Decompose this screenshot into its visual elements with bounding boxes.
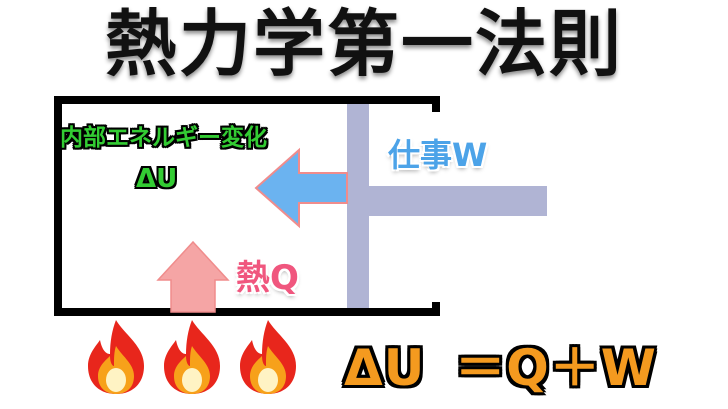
flame-icon	[240, 320, 296, 394]
work-label: 仕事W	[388, 136, 488, 174]
heat-arrow	[156, 240, 230, 313]
flame-row	[80, 316, 300, 400]
flame-icon	[164, 320, 220, 394]
piston-rod	[369, 186, 547, 216]
piston-plate	[347, 104, 369, 308]
equation-lhs: ΔU	[344, 339, 426, 397]
flame-icon	[88, 320, 144, 394]
container-wall	[54, 96, 440, 316]
equation-rhs: ＝Q＋W	[455, 339, 657, 397]
heat-label: 熱Q	[236, 258, 299, 298]
first-law-equation: ΔU ＝Q＋W	[344, 328, 657, 400]
page-title: 熱力学第一法則	[104, 2, 623, 86]
work-arrow	[254, 147, 348, 229]
delta-u-label: ΔU	[136, 164, 178, 194]
internal-energy-label: 内部エネルギー変化	[60, 125, 267, 151]
